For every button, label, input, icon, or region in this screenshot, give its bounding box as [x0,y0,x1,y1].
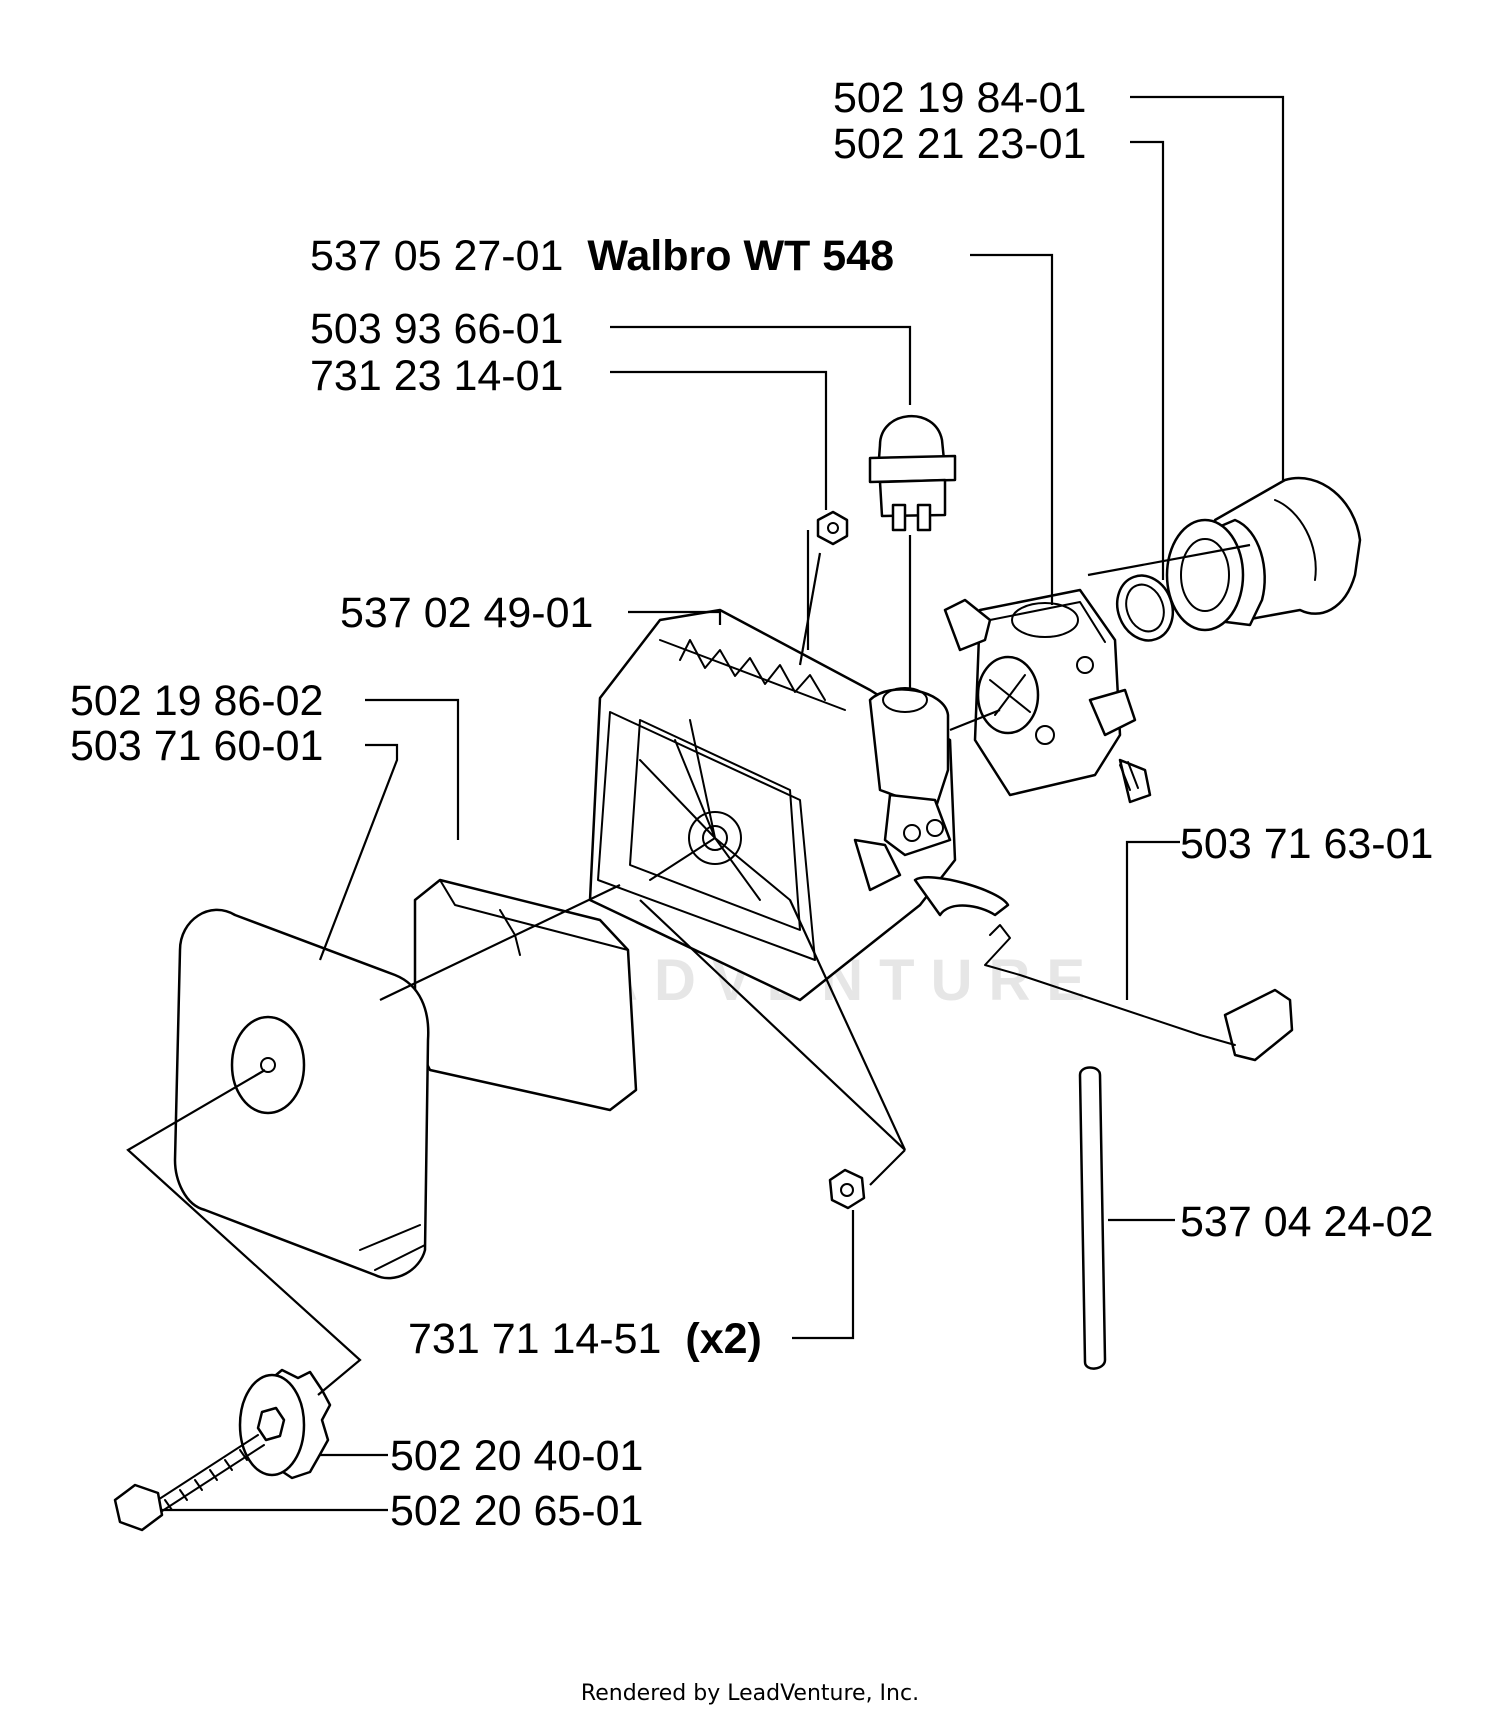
label-walbro-note: Walbro WT 548 [587,232,894,280]
label-731-71-14-51: 731 71 14-51 (x2) [408,1315,762,1363]
footer-credit: Rendered by LeadVenture, Inc. [581,1681,919,1706]
label-537-02-49-01: 537 02 49-01 [340,589,593,637]
choke-rod-drawing [984,924,1294,1062]
nut-upper-drawing [816,510,849,546]
label-502-19-86-02: 502 19 86-02 [70,677,323,725]
fuel-hose-drawing [1078,1066,1107,1370]
air-filter-drawing [173,908,430,1280]
screw-drawing [113,1434,265,1532]
label-502-20-40-01: 502 20 40-01 [390,1432,643,1480]
label-503-93-66-01: 503 93 66-01 [310,305,563,353]
intake-manifold-drawing [1165,476,1362,632]
label-503-71-63-01: 503 71 63-01 [1180,820,1433,868]
label-731-71-14-51-number: 731 71 14-51 [408,1315,661,1363]
air-filter-housing-drawing [588,608,1010,1002]
sealing-ring-drawing [1115,574,1175,642]
label-quantity-note: (x2) [685,1315,761,1363]
label-502-19-84-01: 502 19 84-01 [833,74,1086,122]
primer-bulb-drawing [868,415,957,532]
label-503-71-60-01: 503 71 60-01 [70,722,323,770]
carburetor-drawing [943,588,1152,804]
label-537-04-24-02: 537 04 24-02 [1180,1198,1433,1246]
label-502-20-65-01: 502 20 65-01 [390,1487,643,1535]
nut-lower-drawing [828,1168,866,1210]
pre-filter-drawing [413,878,638,1112]
label-537-05-27-01-number: 537 05 27-01 [310,232,563,280]
label-537-05-27-01: 537 05 27-01 Walbro WT 548 [310,232,894,280]
knob-drawing [238,1368,332,1480]
leader-lines [126,95,1285,1512]
label-502-21-23-01: 502 21 23-01 [833,120,1086,168]
label-731-23-14-01: 731 23 14-01 [310,352,563,400]
